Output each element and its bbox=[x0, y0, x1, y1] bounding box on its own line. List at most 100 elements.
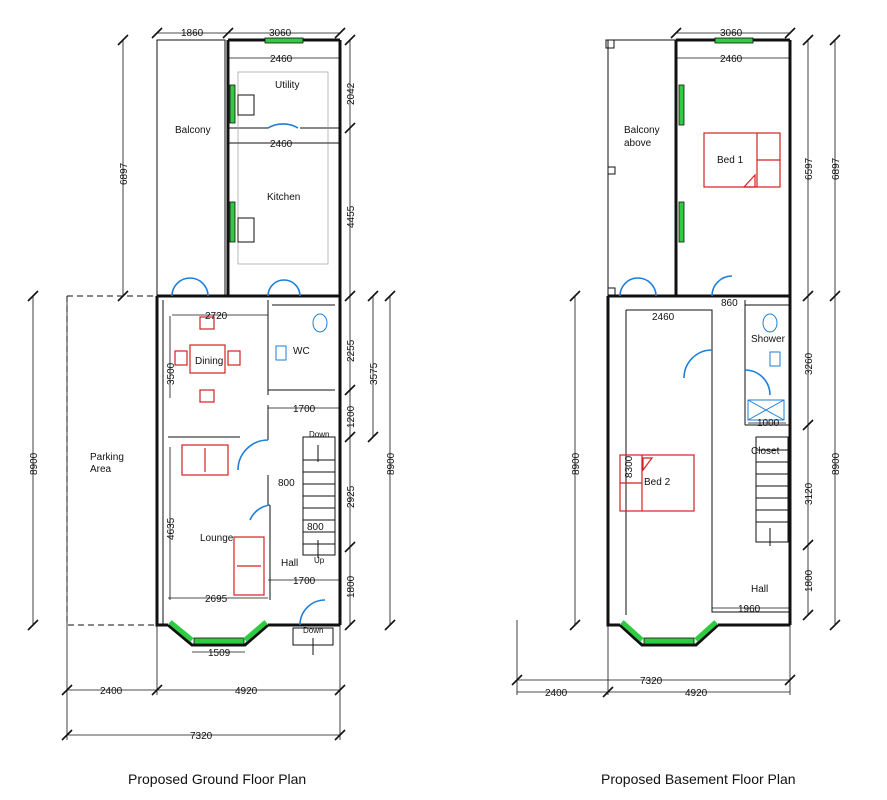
basement-bay-wall bbox=[618, 623, 720, 647]
shower-door bbox=[744, 369, 771, 396]
dim-label: 1700 bbox=[293, 404, 316, 415]
dim-label: 2460 bbox=[270, 54, 293, 65]
basement-floor-plan: Balcony above Bed 1 Shower Closet Bed 2 … bbox=[511, 27, 842, 787]
front-door bbox=[299, 599, 326, 626]
sofa bbox=[233, 536, 265, 596]
room-label-closet: Closet bbox=[751, 446, 780, 457]
dim-label: 1700 bbox=[293, 576, 316, 587]
balcony-above-outline bbox=[607, 39, 677, 297]
basement-bay-window bbox=[643, 637, 695, 645]
dim-label: 2042 bbox=[346, 82, 357, 105]
dim-label: 3060 bbox=[269, 28, 292, 39]
room-label-kitchen: Kitchen bbox=[267, 192, 300, 203]
room-label-parking-2: Area bbox=[90, 464, 112, 475]
room-label-bed1: Bed 1 bbox=[717, 155, 744, 166]
shower-tray bbox=[747, 399, 785, 421]
dim-label: 8900 bbox=[571, 452, 582, 475]
dim-label: 8300 bbox=[624, 455, 635, 478]
patio-door-right bbox=[267, 279, 301, 297]
toilet bbox=[312, 313, 328, 333]
utility-sink bbox=[237, 94, 255, 116]
dining-table bbox=[189, 344, 226, 374]
dim-label: 1200 bbox=[346, 405, 357, 428]
room-label-shower: Shower bbox=[751, 334, 786, 345]
utility-door bbox=[267, 123, 299, 129]
dim-label: 4920 bbox=[685, 688, 708, 699]
basement-toilet bbox=[762, 313, 778, 333]
dim-label: 3060 bbox=[720, 28, 743, 39]
dim-label: 2400 bbox=[100, 686, 123, 697]
basement-staircase bbox=[755, 436, 789, 543]
basement-main-walls bbox=[606, 294, 792, 627]
dim-label: 2460 bbox=[720, 54, 743, 65]
dim-label: 1960 bbox=[738, 604, 761, 615]
dim-label: 2255 bbox=[346, 339, 357, 362]
ground-floor-title: Proposed Ground Floor Plan bbox=[128, 771, 306, 787]
dining-chair bbox=[174, 350, 188, 366]
rear-window bbox=[264, 37, 304, 44]
dim-label: 800 bbox=[278, 478, 295, 489]
kitchen-sink bbox=[237, 217, 255, 243]
balcony-outline bbox=[156, 39, 226, 297]
dim-label: 2925 bbox=[346, 485, 357, 508]
bay-window-wall bbox=[167, 623, 269, 647]
dim-label: 6897 bbox=[119, 162, 130, 185]
rear-wing-walls bbox=[226, 38, 342, 296]
dim-label: 2720 bbox=[205, 311, 228, 322]
sofa bbox=[181, 444, 229, 476]
dim-label: 860 bbox=[721, 298, 738, 309]
basement-floor-title: Proposed Basement Floor Plan bbox=[601, 771, 796, 787]
dining-chair bbox=[199, 389, 215, 403]
shower-room-walls bbox=[744, 300, 790, 426]
interior-partitions bbox=[168, 300, 335, 600]
dim-label: 2460 bbox=[270, 139, 293, 150]
dim-label: 4455 bbox=[346, 205, 357, 228]
dim-label: 2695 bbox=[205, 594, 228, 605]
bed1-window bbox=[678, 84, 685, 126]
bed2-door bbox=[683, 349, 713, 379]
room-label-lounge: Lounge bbox=[200, 533, 234, 544]
dim-label: 7320 bbox=[640, 676, 663, 687]
bay-window-front bbox=[193, 637, 245, 645]
dim-label: 3575 bbox=[369, 362, 380, 385]
dim-label: 4635 bbox=[166, 517, 177, 540]
lounge-door bbox=[237, 439, 269, 471]
kitchen-worktop bbox=[237, 71, 329, 265]
dim-label: 2400 bbox=[545, 688, 568, 699]
dim-label: 1000 bbox=[757, 418, 780, 429]
dim-label: 4920 bbox=[235, 686, 258, 697]
bay-window-right bbox=[243, 620, 268, 642]
dim-label: 1800 bbox=[346, 575, 357, 598]
room-label-utility: Utility bbox=[275, 80, 299, 91]
basement-rear-window bbox=[714, 37, 754, 44]
dining-chair bbox=[199, 316, 215, 330]
dining-chair bbox=[227, 350, 241, 366]
room-label-hall: Hall bbox=[281, 558, 298, 569]
hall-door bbox=[249, 504, 271, 521]
ground-floor-plan: Balcony Utility Kitchen Dining WC Parkin… bbox=[27, 27, 397, 787]
dim-label: 1860 bbox=[181, 28, 204, 39]
basement-rear-door bbox=[711, 275, 733, 297]
dim-label: 3260 bbox=[804, 352, 815, 375]
dim-label: 8900 bbox=[29, 452, 40, 475]
parking-area-outline bbox=[66, 295, 157, 626]
room-label-wc: WC bbox=[293, 346, 310, 357]
dim-label: 6897 bbox=[831, 157, 842, 180]
dim-label: 1509 bbox=[208, 648, 231, 659]
dim-label: 1800 bbox=[804, 569, 815, 592]
room-label-parking-1: Parking bbox=[90, 452, 124, 463]
basement-patio-door bbox=[619, 277, 657, 297]
dim-label: 2460 bbox=[652, 312, 675, 323]
bay-window-left bbox=[168, 620, 194, 642]
room-label-balcony-above-2: above bbox=[624, 138, 652, 149]
room-label-dining: Dining bbox=[195, 356, 223, 367]
dim-label: 3500 bbox=[166, 362, 177, 385]
dim-label: 800 bbox=[307, 522, 324, 533]
room-label-balcony: Balcony bbox=[175, 125, 211, 136]
bed1-window-lower bbox=[678, 201, 685, 243]
dim-label: 8900 bbox=[386, 452, 397, 475]
room-label-balcony-above-1: Balcony bbox=[624, 125, 660, 136]
room-label-hall: Hall bbox=[751, 584, 768, 595]
dim-label: 6597 bbox=[804, 157, 815, 180]
